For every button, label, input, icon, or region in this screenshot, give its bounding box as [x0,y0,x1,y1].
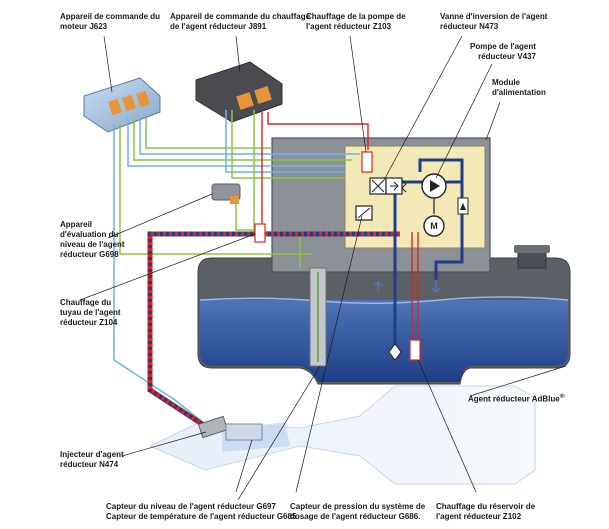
heater-z102-symbol [409,339,421,361]
label-adblue-text: Agent réducteur AdBlue [468,394,560,404]
filler-cap [514,245,550,253]
inversion-valve-n473 [369,177,407,195]
label-heater-z104: Chauffage du tuyau de l'agent réducteur … [60,298,121,327]
liquid-surface [199,296,569,305]
adblue-liquid [200,300,568,382]
check-valve [457,197,469,215]
label-heater-z103: Chauffage de la pompe de l'agent réducte… [306,12,406,31]
label-control-unit-j891: Appareil de commande du chauffage de l'a… [170,12,311,31]
label-evaluator-g698: Appareil d'évaluation du niveau de l'age… [60,220,125,259]
heater-z104-symbol [254,223,266,243]
pump-v437 [421,173,447,237]
flow-arrow-up [373,280,383,292]
label-injector-n474: Injecteur d'agent réducteur N474 [60,450,124,469]
injector-n474 [197,415,263,441]
heater-circuits [261,112,419,340]
flow-arrow-down [431,280,441,294]
heater-z103-symbol [361,151,373,173]
label-adblue: Agent réducteur AdBlue® [468,392,565,405]
label-adblue-mark: ® [559,393,565,400]
ecu-j623 [83,77,161,133]
wiring-harness [113,110,360,425]
label-ecu-j623: Appareil de commande du moteur J623 [60,12,161,31]
motor-letter: M [430,221,438,231]
leader-lines [79,35,567,501]
control-unit-j891 [195,61,283,123]
label-supply-module: Module d'alimentation [492,78,546,97]
label-pressure-sensor-g686: Capteur de pression du système de dosage… [290,502,426,521]
filter-element [388,343,402,361]
label-valve-n473: Vanne d'inversion de l'agent réducteur N… [440,12,548,31]
evaluator-g698 [211,183,241,204]
label-sensors-g697-g685: Capteur du niveau de l'agent réducteur G… [106,502,297,521]
label-heater-z102: Chauffage du réservoir de l'agent réduct… [436,502,536,521]
pressure-sensor-g686 [355,205,373,221]
label-pump-v437: Pompe de l'agent réducteur V437 [470,42,536,61]
